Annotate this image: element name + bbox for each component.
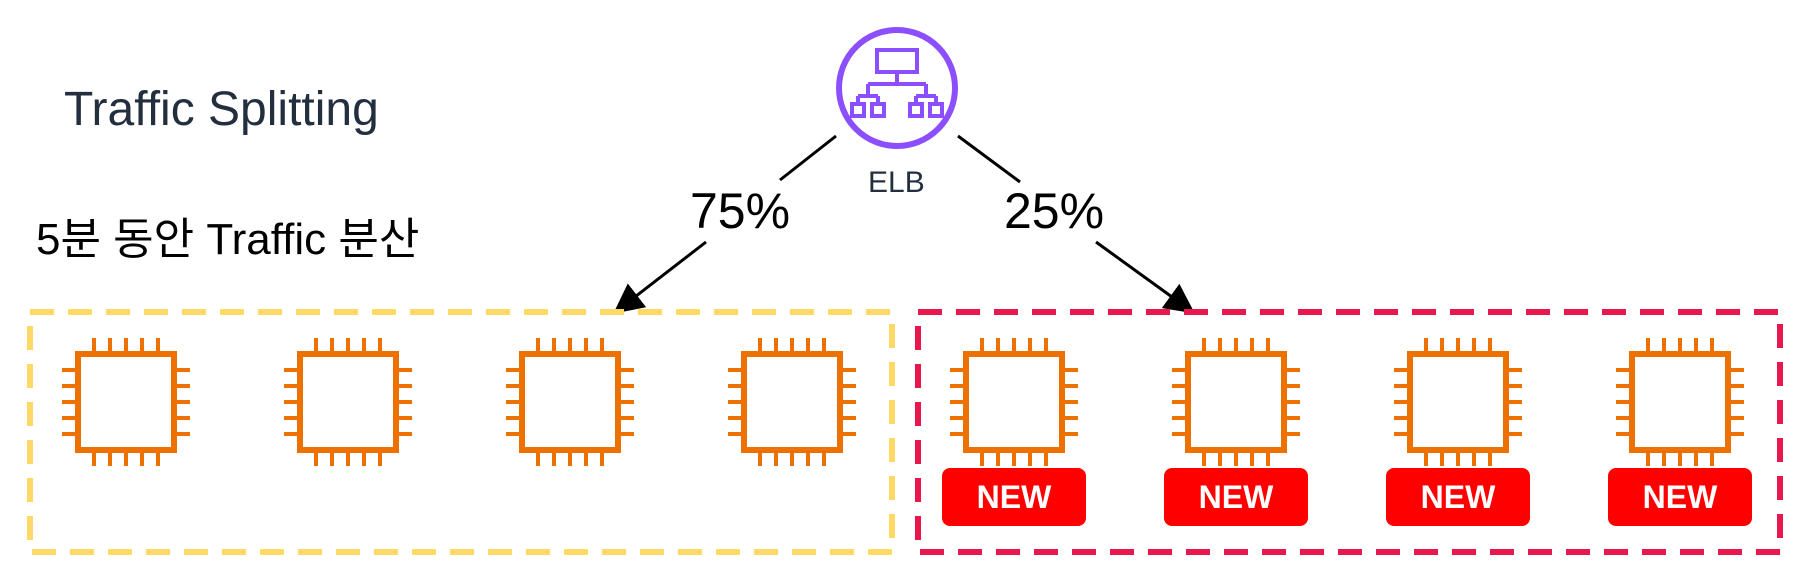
diagram-subtitle: 5분 동안 Traffic 분산 [36, 215, 420, 264]
ec2-instance-icon [1394, 338, 1522, 466]
diagram-title: Traffic Splitting [64, 83, 379, 136]
new-badge-label: NEW [1199, 479, 1274, 515]
new-badge: NEW [942, 468, 1086, 526]
load-balancer-icon [836, 27, 958, 149]
ec2-instance-icon [728, 338, 856, 466]
new-badge-label: NEW [1421, 479, 1496, 515]
ec2-instance-icon [284, 338, 412, 466]
ec2-instance-icon [950, 338, 1078, 466]
new-badge: NEW [1608, 468, 1752, 526]
split-right-label: 25% [1004, 183, 1105, 239]
old-instances-group [27, 309, 895, 555]
new-instances-group [915, 309, 1783, 555]
ec2-instance-icon [1616, 338, 1744, 466]
ec2-instance-icon [62, 338, 190, 466]
new-badge-label: NEW [977, 479, 1052, 515]
new-badge: NEW [1164, 468, 1308, 526]
split-right-arrow [957, 134, 1195, 314]
ec2-instance-icon [506, 338, 634, 466]
split-left-arrow [613, 134, 837, 314]
new-badge-label: NEW [1643, 479, 1718, 515]
elb-label: ELB [868, 166, 925, 199]
split-left-label: 75% [690, 183, 791, 239]
ec2-instance-icon [1172, 338, 1300, 466]
new-badge: NEW [1386, 468, 1530, 526]
